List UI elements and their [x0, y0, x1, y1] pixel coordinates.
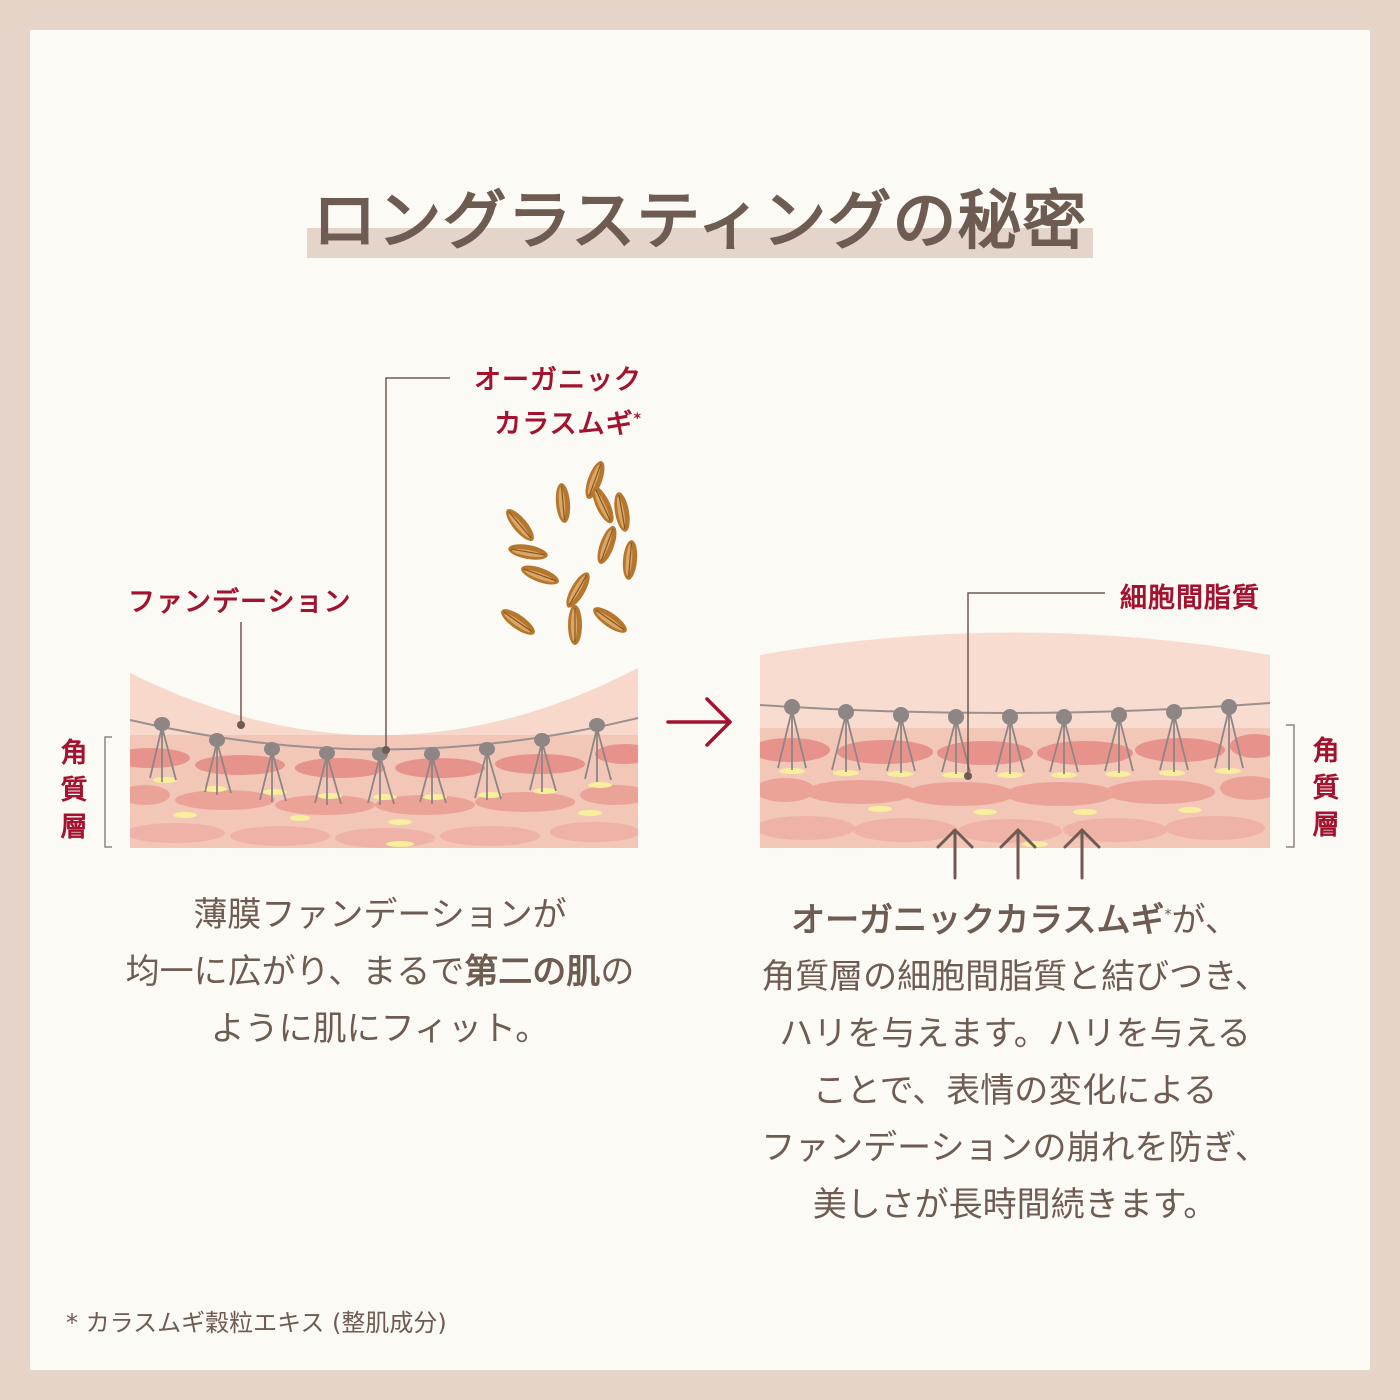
oat-label-line2-text: カラスムギ: [494, 409, 634, 440]
right-desc-line4: ことで、表情の変化による: [812, 1071, 1218, 1112]
arrow-up-icon: [936, 828, 1101, 880]
oat-label: オーガニック カラスムギ*: [462, 362, 642, 444]
stratum-right-char2: 質: [1312, 773, 1340, 804]
left-desc-line3: ように肌にフィット。: [210, 1009, 550, 1049]
stratum-label-left: 角 質 層: [54, 735, 94, 846]
left-description: 薄膜ファンデーションが 均一に広がり、まるで第二の肌の ように肌にフィット。: [80, 887, 680, 1058]
stratum-right-char3: 層: [1312, 810, 1340, 841]
right-desc-line3: ハリを与えます。ハリを与える: [779, 1014, 1251, 1055]
page-title: ロングラスティングの秘密: [306, 170, 1094, 262]
foundation-label: ファンデーション: [128, 587, 352, 618]
left-desc-line2-post: の: [600, 952, 635, 992]
oat-label-line1: オーガニック: [474, 365, 642, 396]
oat-label-line2: カラスムギ*: [462, 400, 642, 444]
oat-grain-icon: [497, 458, 640, 646]
left-desc-line2: 均一に広がり、まるで第二の肌の: [80, 944, 680, 1001]
right-desc-line2: 角質層の細胞間脂質と結びつき、: [761, 957, 1269, 998]
title-text: ロングラスティングの秘密: [312, 185, 1088, 259]
stratum-left-char1: 角: [60, 738, 88, 769]
right-desc-line1: オーガニックカラスムギ*が、: [705, 887, 1325, 949]
stratum-label-right: 角 質 層: [1306, 733, 1346, 844]
right-desc-line1-post: が、: [1171, 900, 1239, 941]
right-desc-line1-mark: *: [1164, 907, 1172, 923]
right-desc-line6: 美しさが長時間続きます。: [812, 1185, 1218, 1226]
right-skin-diagram: [759, 632, 1271, 848]
arrow-right-icon: [666, 697, 732, 747]
title-wrap: ロングラスティングの秘密: [0, 170, 1400, 262]
stratum-left-char3: 層: [60, 812, 88, 843]
right-description: オーガニックカラスムギ*が、 角質層の細胞間脂質と結びつき、 ハリを与えます。ハ…: [705, 887, 1325, 1234]
lipid-label: 細胞間脂質: [1120, 583, 1260, 614]
left-tripods: [149, 726, 612, 805]
oat-label-mark: *: [633, 411, 642, 427]
left-desc-line2-bold: 第二の肌: [464, 952, 601, 992]
footnote: * カラスムギ穀粒エキス (整肌成分): [66, 1309, 447, 1337]
stratum-right-char1: 角: [1312, 736, 1340, 767]
left-desc-line1: 薄膜ファンデーションが: [193, 895, 567, 935]
title-highlight: [306, 228, 1094, 258]
left-skin-diagram: [129, 668, 639, 848]
left-desc-line2-pre: 均一に広がり、まるで: [125, 952, 465, 992]
right-desc-line1-bold: オーガニックカラスムギ: [791, 900, 1165, 941]
stratum-brackets: [104, 724, 1295, 848]
leader-lines: [240, 377, 1105, 776]
stratum-left-char2: 質: [60, 775, 88, 806]
right-desc-line5: ファンデーションの崩れを防ぎ、: [761, 1128, 1269, 1169]
